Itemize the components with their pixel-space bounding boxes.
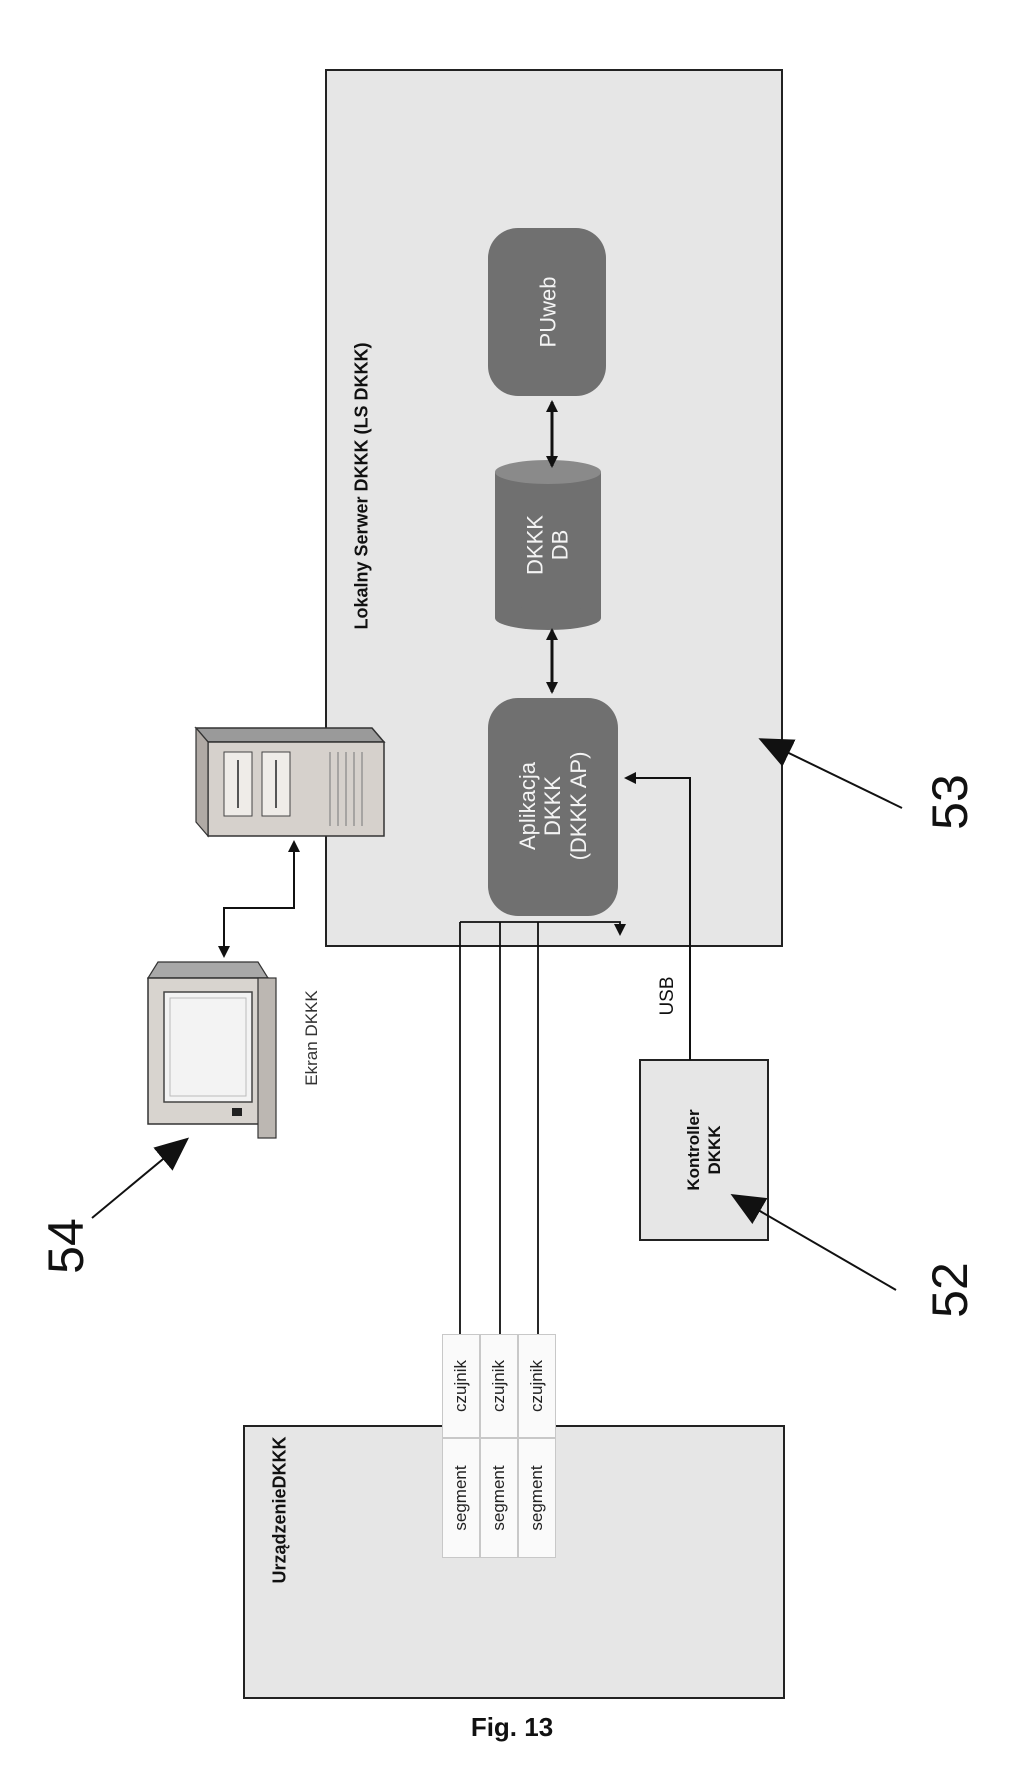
- app-label-line-2: DKKK: [540, 776, 566, 836]
- usb-connection: [624, 772, 691, 1060]
- controller-label-line-2: DKKK: [705, 1125, 724, 1175]
- controller-label-line-1: Kontroller: [683, 1109, 703, 1191]
- ref-number-54: 54: [38, 1218, 94, 1274]
- sensor-cell-1: czujnik: [442, 1334, 480, 1438]
- db-label: DKKK DB: [523, 515, 574, 575]
- db-label-line-2: DB: [548, 529, 573, 561]
- segment-cell-1: segment: [442, 1438, 480, 1558]
- sensor-cell-2: czujnik: [480, 1334, 518, 1438]
- app-label-line-1: Aplikacja: [515, 761, 541, 851]
- db-label-line-1: DKKK: [522, 515, 548, 575]
- app-node: [488, 698, 618, 916]
- app-label: Aplikacja DKKK (DKKK AP): [515, 752, 591, 861]
- sensor-cell-3: czujnik: [518, 1334, 556, 1438]
- server-tower-icon: [194, 726, 386, 838]
- segment-cell-3: segment: [518, 1438, 556, 1558]
- controller-label: Kontroller DKKK: [683, 1109, 726, 1190]
- ref-number-53: 53: [922, 774, 978, 830]
- pointer-53: [758, 738, 903, 809]
- pointer-52: [730, 1193, 897, 1291]
- ref-number-52: 52: [922, 1262, 978, 1318]
- figure-caption: Fig. 13: [470, 1712, 554, 1742]
- puweb-node: [488, 228, 606, 396]
- app-label-line-3: (DKKK AP): [565, 751, 591, 861]
- device-title: UrządzenieDKKK: [269, 1436, 290, 1584]
- usb-label: USB: [657, 976, 678, 1016]
- sensor-bus: [459, 921, 626, 1334]
- server-title: Lokalny Serwer DKKK (LS DKKK): [351, 342, 372, 630]
- monitor-icon: [146, 961, 277, 1139]
- segment-cell-2: segment: [480, 1438, 518, 1558]
- screen-tower-link: [218, 840, 300, 958]
- db-node: [495, 460, 601, 630]
- pointer-54: [91, 1137, 190, 1219]
- puweb-label: PUweb: [535, 276, 561, 348]
- screen-label: Ekran DKKK: [302, 990, 321, 1086]
